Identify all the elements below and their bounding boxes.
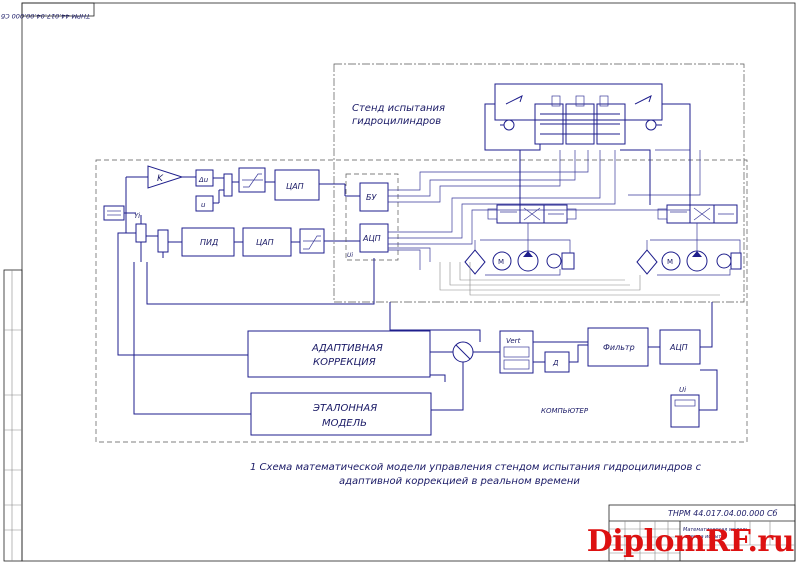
computer-region [95,159,748,443]
binding-strip [3,269,23,562]
limiter-curve-upper [242,173,263,188]
filter-label: Фильтр [603,343,635,352]
reference-label-2: МОДЕЛЬ [322,418,367,429]
adc-right-label: АЦП [669,343,688,352]
pump-unit-right: M [636,223,742,276]
stand-signal-lines [388,149,701,270]
pressure-lines [484,103,691,205]
delta-label: Д [552,359,559,367]
throttle-valves [500,95,662,131]
limiter-curve-lower [303,235,321,250]
top-code-box [21,2,95,17]
left-indicator [103,205,125,221]
computer-label: КОМПЬЮТЕР [541,407,589,415]
gain-k-label: K [157,174,164,184]
interface-dashed-box [345,173,399,261]
reference-label-1: ЭТАЛОННАЯ [312,403,377,414]
top-code-text: ТНРМ 44.017.04.00.000 Сб [1,12,90,20]
ui-label: Ui [347,252,353,259]
return-lines [439,262,720,296]
title-block-name-2: стенда испыт. [685,534,723,540]
sum-block-upper [223,173,233,197]
site-logo: DiplomRF.ru [586,524,795,559]
bu-block [359,182,389,212]
adaptive-block [247,330,431,378]
sum-block-a [135,223,147,243]
distributor-valve-left [487,204,577,224]
dac1-label: ЦАП [286,182,304,191]
yi-left-label: Yi [134,212,140,220]
hydraulic-cylinders [494,83,663,145]
limiter-block-upper [238,167,266,193]
stand-region [333,63,745,303]
dac2-label: ЦАП [256,238,274,247]
stand-title-1: Стенд испытания [352,103,445,114]
control-wires [124,176,360,262]
du-label: Δu [198,176,209,184]
svg-text:M: M [498,258,504,266]
computer-wires [117,232,718,415]
u-label: u [201,201,206,209]
distributor-valve-right [657,204,738,224]
sum-block-b [157,229,169,253]
svg-text:M: M [667,258,673,266]
adaptive-label-2: КОРРЕКЦИЯ [313,357,376,368]
ui-indicator-block [670,394,700,428]
pid-label: ПИД [200,238,218,247]
caption-line-2: адаптивной коррекцией в реальном времени [339,476,580,487]
title-block [608,504,796,562]
adc-left-label: АЦП [362,234,381,243]
title-block-name-1: Математическая модель [683,527,748,533]
stand-title-2: гидроцилиндров [352,116,441,127]
ui-indicator-label: Ui [679,386,686,394]
binding-strip-cells [4,270,22,561]
title-block-code: ТНРМ 44.017.04.00.000 Сб [668,509,778,518]
vert-label: Vert [506,337,521,345]
caption-line-1: 1 Схема математической модели управления… [250,462,702,473]
adaptive-label-1: АДАПТИВНАЯ [311,343,383,354]
gain-k-triangle [147,165,184,189]
bu-label: БУ [366,193,377,202]
dac1-block [274,169,320,201]
pump-unit-left: M [464,223,575,276]
